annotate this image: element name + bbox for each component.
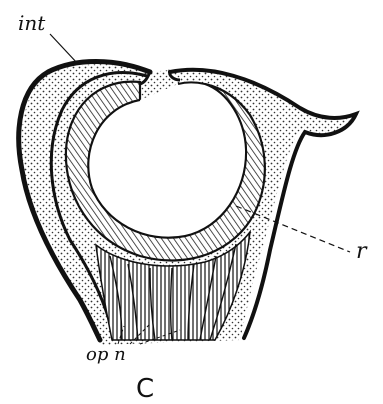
figure-caption: C: [136, 374, 154, 404]
label-r: r: [356, 239, 368, 264]
label-int: int: [18, 11, 46, 35]
label-op-n: op n: [86, 344, 126, 365]
leader-int: [50, 34, 78, 64]
